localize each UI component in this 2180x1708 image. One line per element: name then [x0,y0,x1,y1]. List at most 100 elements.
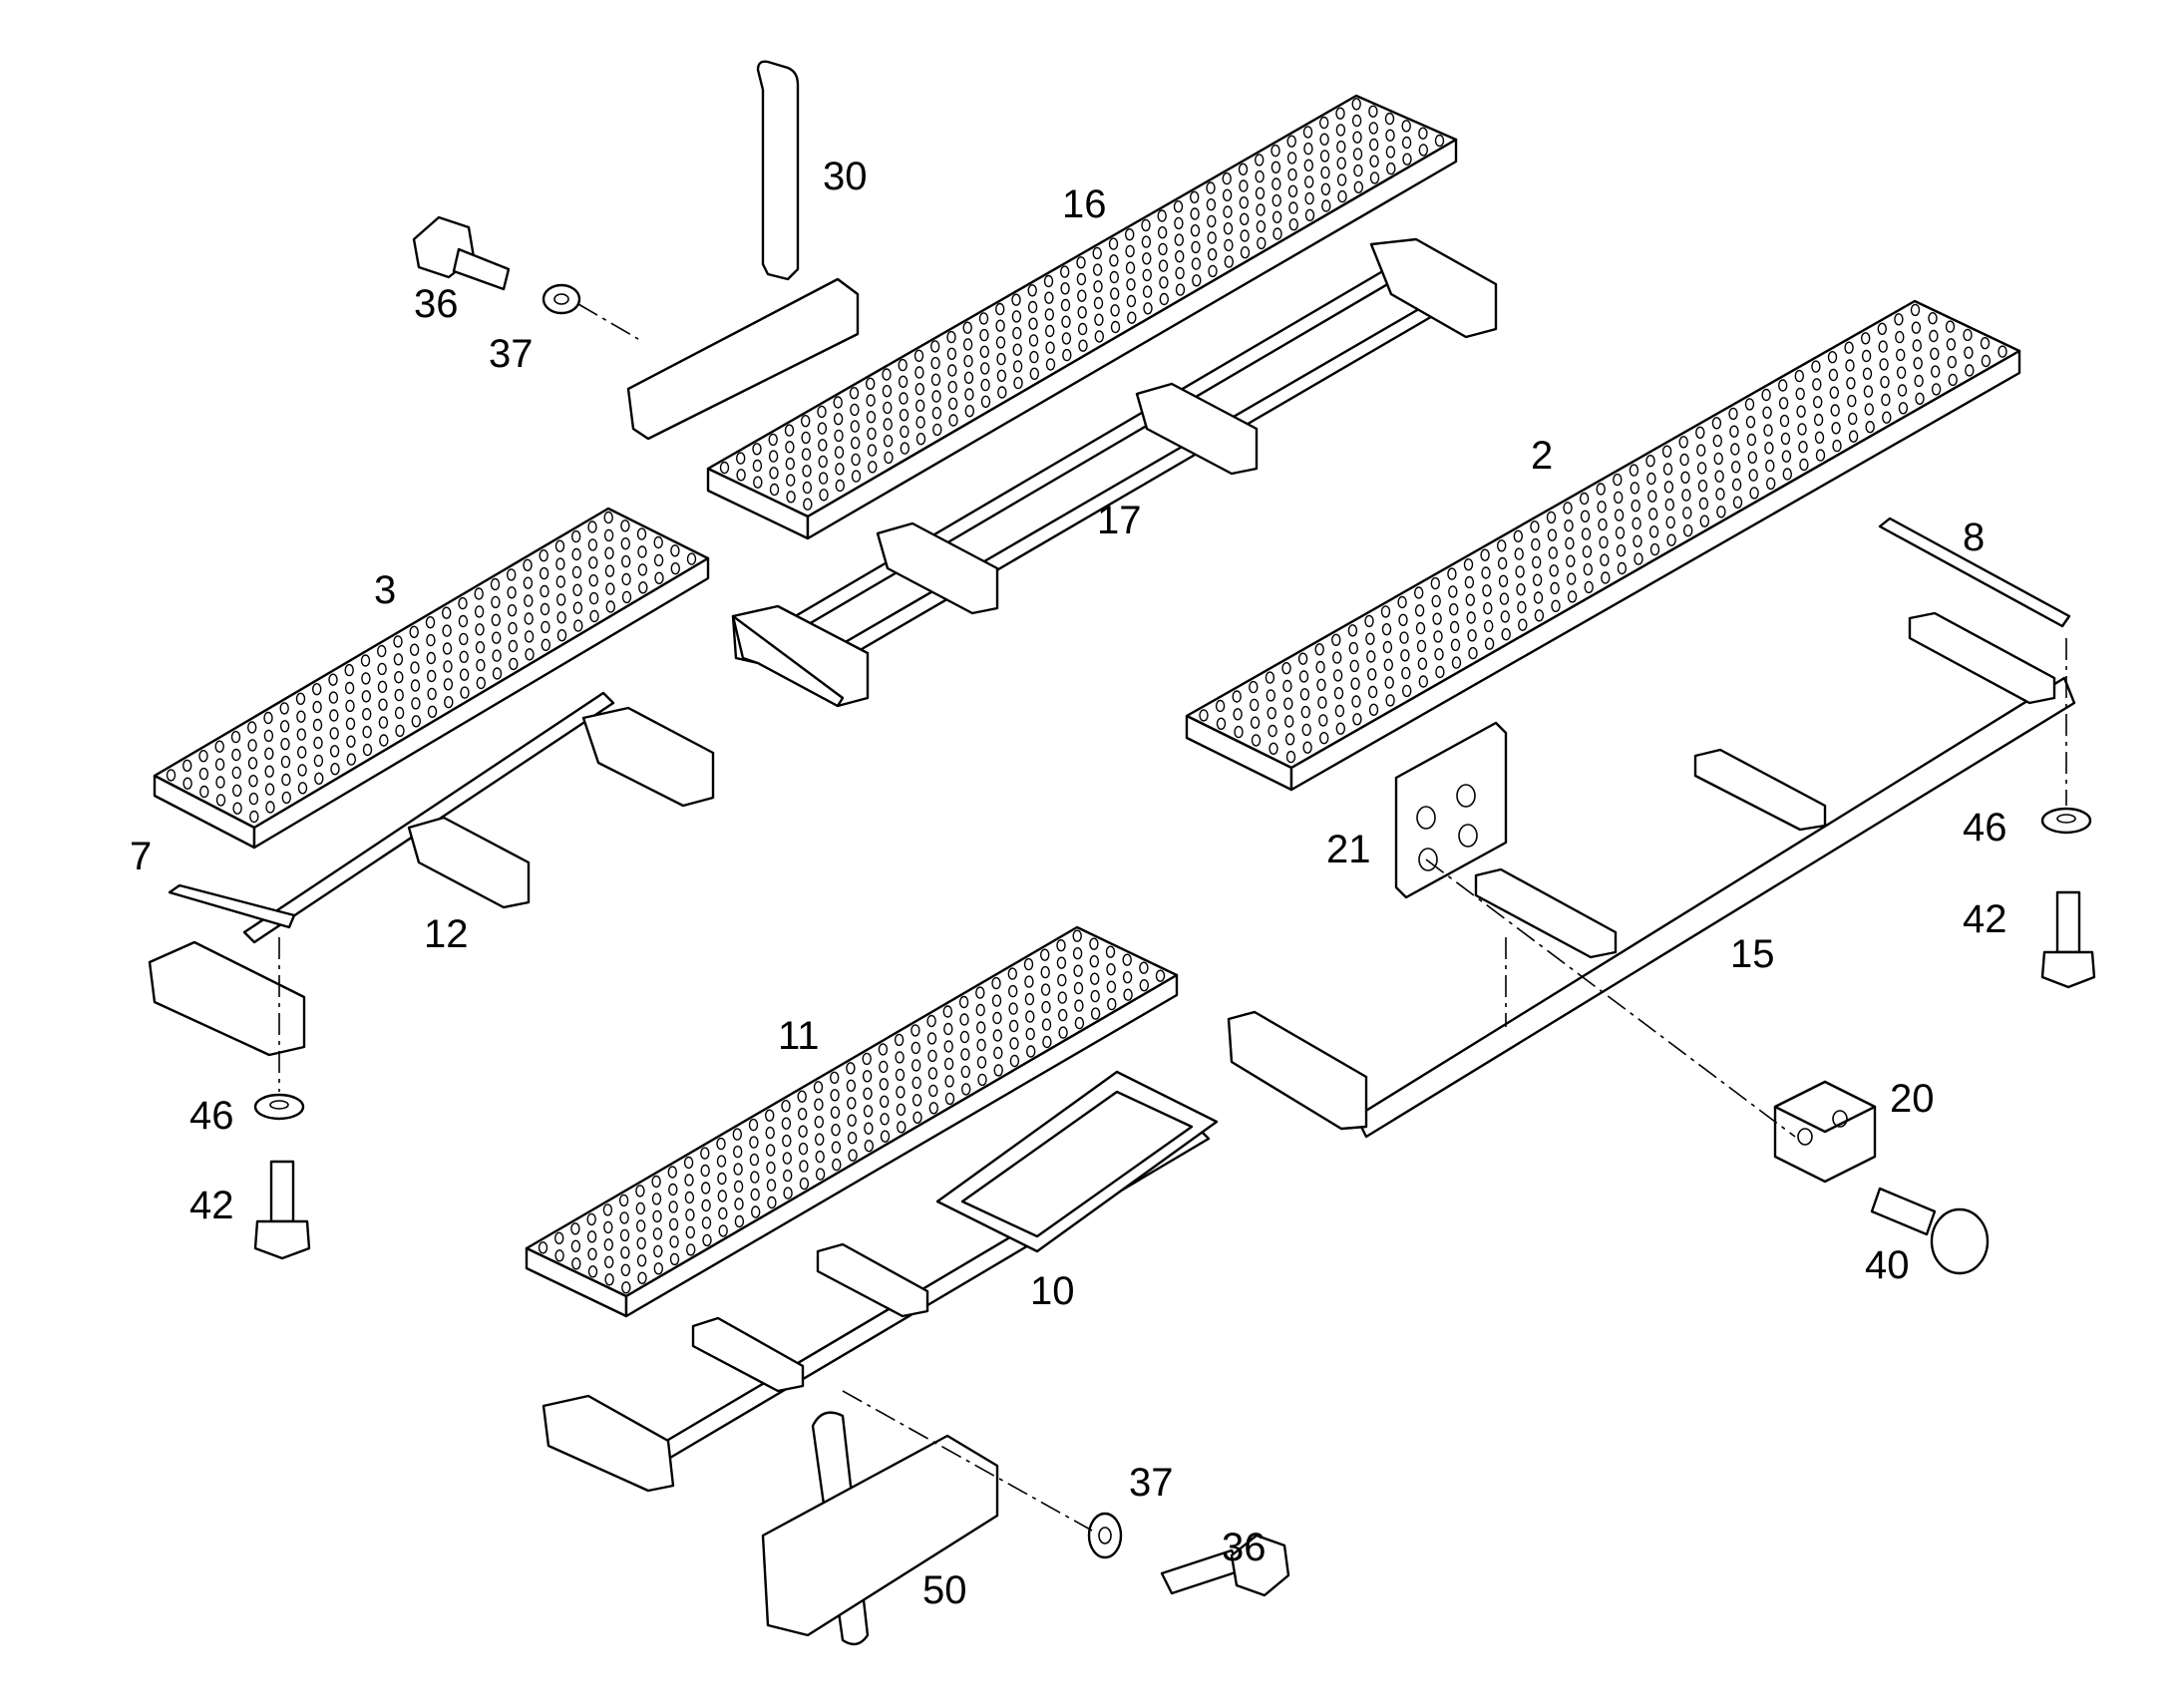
grate-hole [621,1281,631,1294]
grate-hole [1463,558,1474,571]
grate-hole [1240,229,1250,242]
grate-hole [1731,478,1742,492]
spacer-block-20 [1773,1080,1877,1184]
grate-hole [1175,266,1185,280]
grate-hole [248,792,259,806]
grate-hole [749,1136,759,1149]
grate-hole [1174,233,1185,246]
grate-hole [765,1109,775,1122]
grate-hole [1141,235,1152,248]
washer-46-right [2040,807,2092,835]
grate-hole [1566,572,1577,585]
grate-hole [686,1243,696,1256]
grate-hole [1040,983,1051,996]
grate-hole [1716,506,1726,518]
grate-hole [1348,641,1359,655]
step-plate-11 [525,925,1179,1318]
grate-hole [1596,483,1606,496]
grate-hole [507,604,518,617]
grate-hole [621,572,631,586]
grate-hole [1647,508,1658,520]
grate-hole [1399,631,1409,644]
grate-hole [784,424,795,437]
grate-hole [753,476,763,489]
grate-hole [182,777,192,790]
grate-hole [1207,214,1217,228]
grate-hole [1334,704,1345,718]
grate-hole [1894,313,1904,326]
grate-hole [930,340,940,353]
grate-hole [1777,379,1788,392]
grate-hole [785,457,795,471]
grate-hole [1174,216,1184,230]
grate-hole [701,1198,711,1212]
grate-hole [1044,291,1054,304]
grate-hole [1315,660,1325,674]
grate-hole [1126,294,1137,308]
grate-hole [1269,742,1278,755]
grate-hole [1664,498,1675,512]
grate-hole [1579,492,1590,506]
grate-hole [880,1095,890,1109]
grate-hole [1913,357,1923,370]
grate-hole [669,1235,679,1248]
grate-hole [475,641,486,654]
grate-hole [813,1081,824,1094]
grate-hole [817,405,827,419]
grate-hole [636,527,647,540]
label-part-36-lower: 36 [1222,1526,1267,1569]
grate-hole [458,614,469,628]
grate-hole [1617,561,1628,575]
grate-hole [1239,179,1249,192]
grate-hole [1106,963,1116,976]
grate-hole [587,1247,597,1261]
grate-hole [1105,945,1116,958]
grate-hole [716,1155,727,1168]
grate-hole [1089,955,1100,968]
grate-hole [411,697,421,710]
grate-hole [1272,193,1281,207]
grate-hole [1190,223,1201,237]
grate-hole [1012,360,1023,373]
grate-hole [1304,208,1315,222]
cap-screw-40 [1870,1187,1990,1275]
grate-hole [1582,545,1593,558]
grate-hole [1863,385,1874,398]
grate-hole [834,429,844,443]
grate-hole [1680,471,1690,484]
grate-hole [1222,171,1232,185]
grate-hole [1781,450,1792,463]
grate-hole [1449,620,1460,634]
grate-hole [346,735,356,748]
grate-hole [1078,339,1088,352]
grate-hole [1249,680,1259,694]
grate-hole [995,336,1006,349]
grate-hole [1779,414,1790,428]
grate-hole [814,1115,824,1129]
grate-hole [847,1131,858,1145]
grate-hole [1432,612,1442,625]
grate-hole [1332,669,1343,682]
grate-hole [247,739,257,752]
grate-hole [1929,329,1939,343]
grate-hole [1347,624,1358,637]
grate-hole [377,662,387,676]
grate-hole [1076,272,1087,286]
grate-hole [1234,725,1244,739]
grate-hole [927,1049,937,1063]
grate-hole [570,1239,581,1253]
grate-hole [1695,426,1705,439]
grate-hole [1013,376,1023,390]
bolt-42-right [2040,890,2096,989]
grate-hole [880,1130,891,1143]
grate-hole [931,390,941,403]
grate-hole [1945,320,1956,333]
label-part-36-upper: 36 [414,282,459,326]
grate-hole [980,378,990,392]
grate-hole [946,347,957,360]
grate-hole [571,529,581,543]
grate-hole [1682,524,1693,537]
grate-hole [1744,398,1755,411]
grate-hole [947,397,958,410]
grate-hole [1139,961,1149,974]
